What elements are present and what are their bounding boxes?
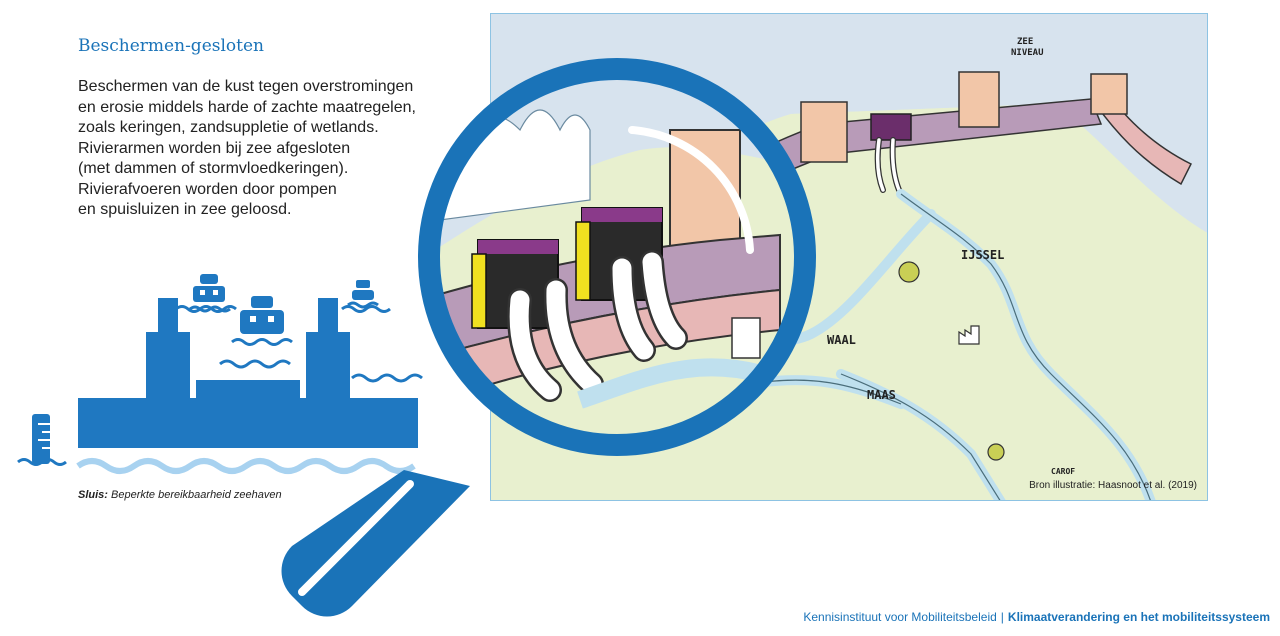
pump-icon (870, 113, 912, 193)
lock-caption: Sluis: Beperkte bereikbaarheid zeehaven (78, 489, 282, 501)
water-level-gauge-icon (32, 414, 50, 464)
footer-separator: | (1000, 610, 1004, 624)
footer-report-title: Klimaatverandering en het mobiliteitssys… (1007, 610, 1270, 624)
intro-line: Rivierarmen worden bij zee afgesloten (78, 139, 351, 157)
page-title: Beschermen-gesloten (78, 36, 264, 56)
ship-icon (193, 274, 374, 334)
factory-icon (958, 325, 980, 345)
tree-icon (898, 261, 1005, 461)
intro-line: zoals keringen, zandsuppletie of wetland… (78, 119, 379, 136)
footer: Kennisinstituut voor Mobiliteitsbeleid|K… (803, 610, 1270, 624)
artist-signature: CAROF (1051, 467, 1075, 476)
intro-line: Beschermen van de kust tegen overstromin… (78, 78, 414, 95)
footer-institute: Kennisinstituut voor Mobiliteitsbeleid (803, 610, 997, 624)
intro-text: Beschermen van de kust tegen overstromin… (78, 77, 458, 221)
caption-text: Beperkte bereikbaarheid zeehaven (107, 489, 282, 501)
intro-line: en erosie middels harde of zachte maatre… (78, 98, 416, 116)
intro-line: (met dammen of stormvloedkeringen). (78, 160, 349, 177)
wave-icon (175, 305, 423, 383)
intro-line: Rivierafvoeren worden door pompen (78, 180, 337, 198)
river-label-maas: MAAS (867, 388, 896, 402)
lock-gate-icon (17, 274, 423, 474)
caption-label: Sluis: (78, 489, 108, 501)
sea-level-label-line: ZEE (1017, 37, 1033, 47)
intro-line: en spuisluizen in zee geloosd. (78, 201, 292, 218)
river-label-ijssel: IJSSEL (961, 248, 1004, 262)
illustration-source: Bron illustratie: Haasnoot et al. (2019) (1029, 480, 1197, 491)
river-label-waal: WAAL (827, 333, 856, 347)
tower-icon (800, 71, 1128, 163)
